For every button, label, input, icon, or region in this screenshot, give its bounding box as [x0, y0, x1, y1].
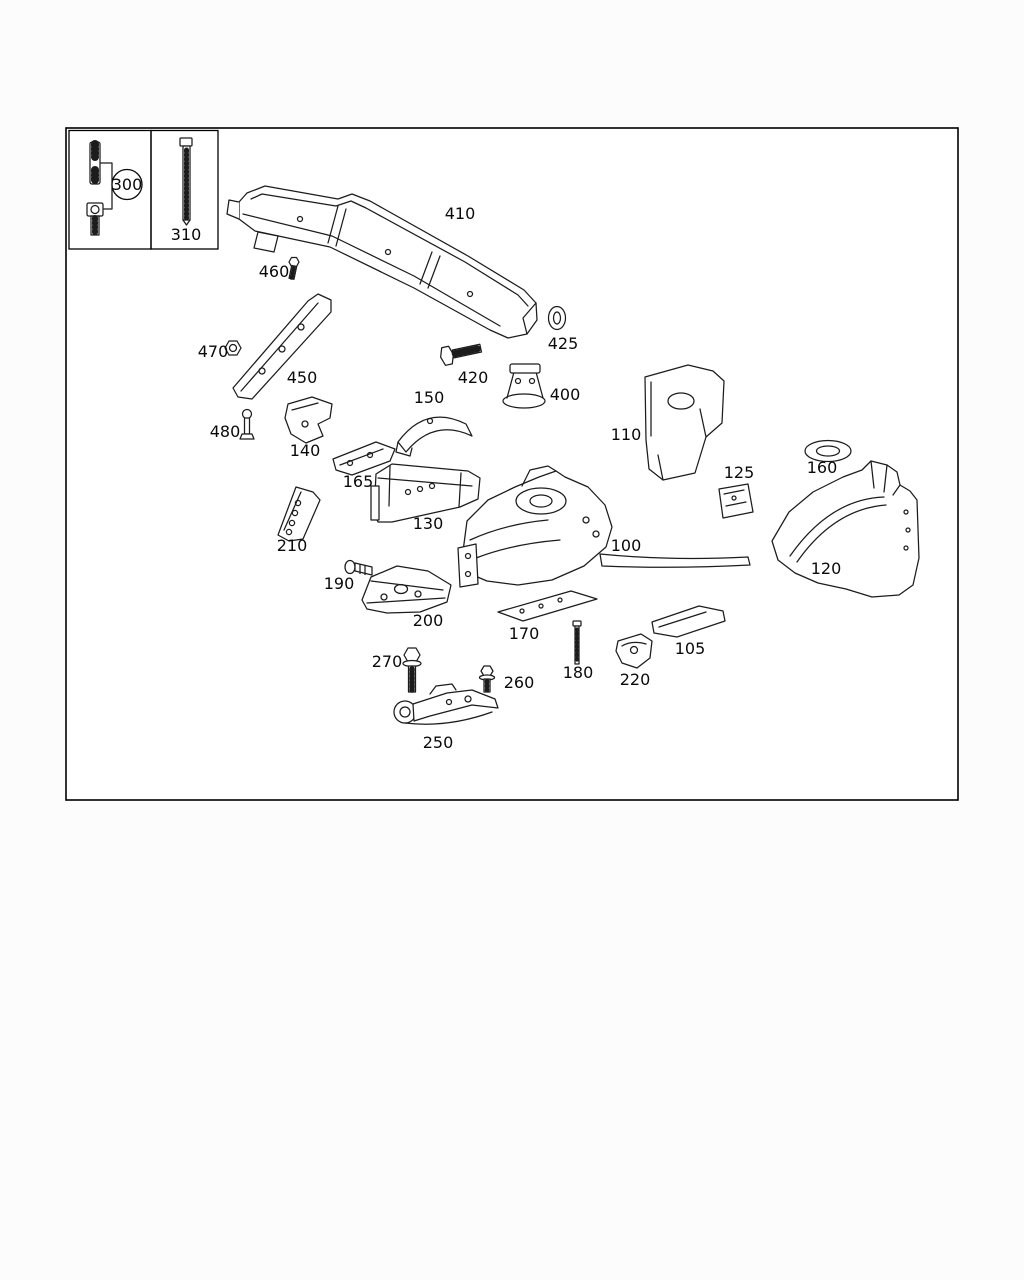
part-label-270: 270 — [372, 652, 403, 671]
part-label-260: 260 — [504, 673, 535, 692]
part-label-circle-300 — [111, 168, 143, 201]
part-110-drawing — [644, 364, 725, 481]
part-label-200: 200 — [413, 611, 444, 630]
part-label-400: 400 — [550, 385, 581, 404]
part-450-drawing — [232, 293, 332, 400]
part-label-310: 310 — [171, 225, 202, 244]
part-180-drawing — [572, 620, 582, 665]
part-150-drawing — [395, 416, 473, 457]
part-label-170: 170 — [509, 624, 540, 643]
part-260-drawing — [478, 665, 496, 693]
part-105-drawing — [651, 605, 726, 638]
part-420-drawing — [440, 343, 483, 366]
part-165-drawing — [332, 441, 396, 476]
part-label-125: 125 — [724, 463, 755, 482]
part-300-drawing — [86, 140, 113, 236]
part-label-250: 250 — [423, 733, 454, 752]
part-210-drawing — [277, 486, 321, 542]
part-label-480: 480 — [210, 422, 241, 441]
part-460-drawing — [288, 256, 300, 280]
callout-labels: 300 310 410 460 425 470 420 450 400 150 480 110 140 1… — [111, 168, 842, 752]
part-label-220: 220 — [620, 670, 651, 689]
part-label-300: 300 — [112, 175, 143, 194]
part-label-210: 210 — [277, 536, 308, 555]
part-200-drawing — [361, 565, 452, 614]
inset-box-310 — [150, 129, 219, 250]
part-label-160: 160 — [807, 458, 838, 477]
part-410-drawing — [226, 185, 538, 339]
part-label-140: 140 — [290, 441, 321, 460]
part-label-110: 110 — [611, 425, 642, 444]
part-label-470: 470 — [198, 342, 229, 361]
part-label-105: 105 — [675, 639, 706, 658]
part-label-190: 190 — [324, 574, 355, 593]
part-130-drawing — [370, 463, 481, 523]
part-100-drawing — [457, 465, 751, 588]
part-400-drawing — [502, 363, 546, 409]
part-310-drawing — [179, 137, 193, 226]
part-470-drawing — [224, 340, 242, 356]
part-label-180: 180 — [563, 663, 594, 682]
part-label-450: 450 — [287, 368, 318, 387]
part-label-100: 100 — [611, 536, 642, 555]
diagram-frame — [65, 127, 959, 801]
part-125-drawing — [718, 483, 754, 519]
part-label-425: 425 — [548, 334, 579, 353]
part-label-130: 130 — [413, 514, 444, 533]
part-160-drawing — [804, 439, 852, 463]
part-label-150: 150 — [414, 388, 445, 407]
part-label-460: 460 — [259, 262, 290, 281]
part-190-drawing — [344, 559, 373, 576]
part-label-420: 420 — [458, 368, 489, 387]
part-480-drawing — [239, 408, 255, 440]
part-220-drawing — [615, 633, 653, 669]
part-270-drawing — [402, 647, 422, 693]
part-120-drawing — [771, 460, 920, 598]
part-label-120: 120 — [811, 559, 842, 578]
part-label-165: 165 — [343, 472, 374, 491]
part-425-drawing — [547, 305, 567, 331]
part-250-drawing — [393, 683, 499, 725]
part-140-drawing — [284, 396, 333, 444]
part-label-410: 410 — [445, 204, 476, 223]
part-170-drawing — [497, 590, 598, 622]
